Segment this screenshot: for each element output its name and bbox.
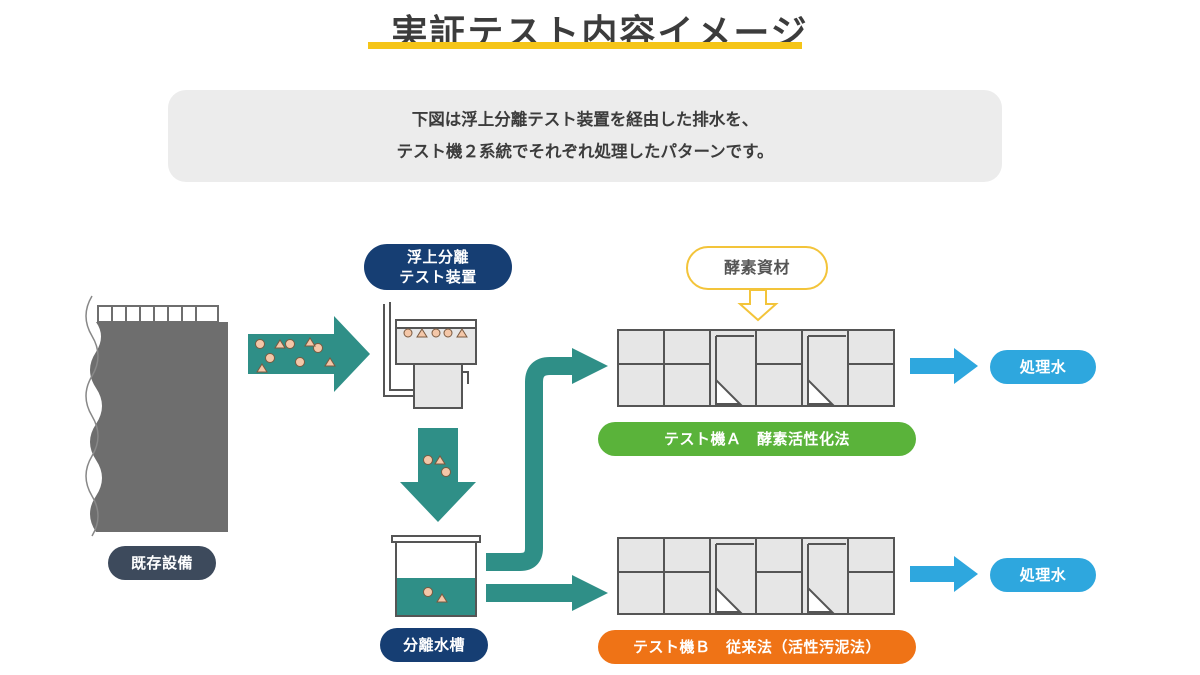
- flow-arrow-to-flotation: [248, 316, 370, 392]
- flow-pipe-to-machine-b: [486, 575, 608, 611]
- intro-line-2: テスト機２系統でそれぞれ処理したパターンです。: [396, 142, 774, 161]
- intro-box: 下図は浮上分離テスト装置を経由した排水を、 テスト機２系統でそれぞれ処理したパタ…: [168, 90, 1002, 182]
- separation-tank-graphic: [391, 535, 481, 617]
- label-treated-water-a: 処理水: [990, 350, 1096, 384]
- existing-equipment-graphic: [85, 295, 228, 537]
- test-machine-a-graphic: [617, 329, 895, 407]
- label-test-machine-b: テスト機Ｂ 従来法（活性汚泥法）: [598, 630, 916, 664]
- test-machine-b-graphic: [617, 537, 895, 615]
- label-flotation-device: 浮上分離 テスト装置: [364, 244, 512, 290]
- label-flotation-device-line1: 浮上分離: [406, 248, 469, 266]
- label-separation-tank: 分離水槽: [380, 628, 488, 662]
- flotation-device-graphic: [383, 302, 477, 409]
- flow-arrow-to-tank: [400, 428, 476, 522]
- label-enzyme-material: 酵素資材: [686, 246, 828, 290]
- enzyme-arrow: [737, 289, 779, 322]
- label-treated-water-b: 処理水: [990, 558, 1096, 592]
- intro-line-1: 下図は浮上分離テスト装置を経由した排水を、: [411, 110, 759, 129]
- label-flotation-device-line2: テスト装置: [399, 268, 477, 286]
- title-underline: [368, 42, 802, 49]
- output-arrow-b: [910, 556, 978, 592]
- label-existing-equipment: 既存設備: [108, 546, 216, 580]
- flow-pipe-to-machine-a: [486, 348, 608, 571]
- label-test-machine-a: テスト機Ａ 酵素活性化法: [598, 422, 916, 456]
- output-arrow-a: [910, 348, 978, 384]
